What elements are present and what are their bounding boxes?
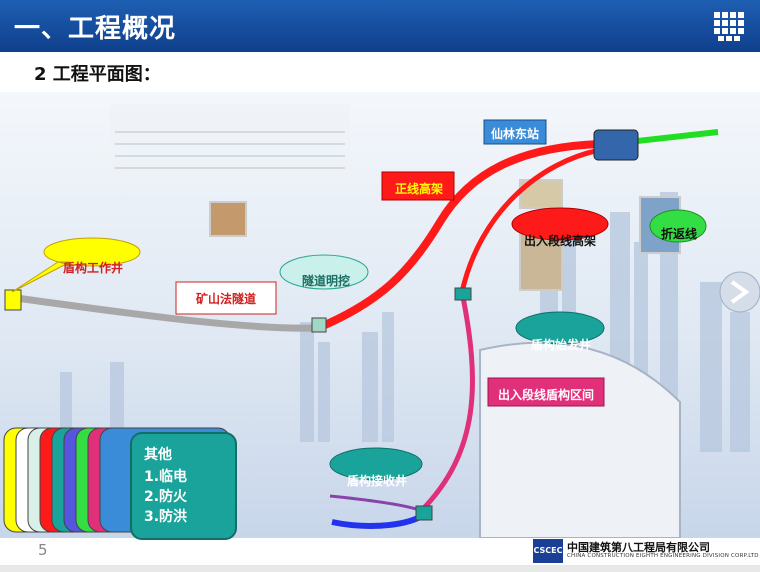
other-item-3: 3.防洪 [144,509,188,525]
callout-depot-line-elevated [511,207,609,241]
footer-divider [0,565,760,572]
footer-company-logo-icon: CSCEC [533,539,563,563]
callout-turnback [649,209,707,243]
label-turnback-line: 折返线 [660,227,697,241]
section-subtitle: 2 工程平面图： [34,64,161,85]
project-table-lines [115,131,345,169]
purple-branch-track [329,494,421,512]
footer-company-name-en: CHINA CONSTRUCTION EIGHTH ENGINEERING DI… [567,553,759,559]
label-depot-shield-section: 出入段线盾构区间 [497,388,594,402]
slide-title: 一、工程概况 [14,14,177,44]
other-item-2: 2.防火 [144,489,188,505]
page-number: 5 [38,541,48,559]
main-line-elevated-track [316,140,601,332]
high-speed-train [479,341,681,538]
label-launch-well: 盾构始发井 [530,338,591,352]
depot-line-elevated-track [459,147,601,293]
label-receiving-well: 盾构接收井 [346,474,407,488]
photo-thumbnail-1 [209,201,247,237]
callout-depot-shield-section [487,377,605,407]
other-item-1: 1.临电 [144,469,188,485]
label-mining-tunnel: 矿山法隧道 [195,292,256,306]
project-plan-map: 盾构工作井 矿山法隧道 隧道明挖 正线高架 出入段线高架 盾构始发井 出入段线盾… [0,92,760,538]
station-marker [593,129,639,161]
callout-main-line-elevated [381,171,455,201]
other-title: 其他 [144,447,172,463]
callout-mining-tunnel [175,281,277,315]
label-tunnel-cut-cover: 隧道明挖 [301,274,350,288]
company-logo-icon [714,12,744,41]
slide-header: 一、工程概况 [0,0,760,52]
label-shield-work-well: 盾构工作井 [62,261,123,275]
west-line-track [331,513,424,529]
callout-station [483,119,547,145]
depot-shield-section-track [418,291,475,514]
receiving-well-marker [415,505,433,521]
footer-company-name-cn: 中国建筑第八工程局有限公司 [567,541,710,554]
callout-launch-well [515,311,605,345]
callout-receiving-well [329,447,423,481]
mining-tunnel-line [15,294,319,332]
shield-work-well-marker [4,289,22,311]
label-xianlin-east-station: 仙林东站 [490,127,539,141]
photo-thumbnail-4 [519,231,563,291]
launch-well-marker [454,287,472,301]
label-main-line-elevated: 正线高架 [394,182,443,196]
callout-shield-work-well [11,237,141,293]
cut-cover-marker [311,317,327,333]
other-items-box: 其他 1.临电 2.防火 3.防洪 [130,432,237,540]
right-arrow-icon [719,271,760,313]
callout-tunnel-cut-cover [279,254,369,290]
label-depot-line-elevated: 出入段线高架 [523,234,596,248]
